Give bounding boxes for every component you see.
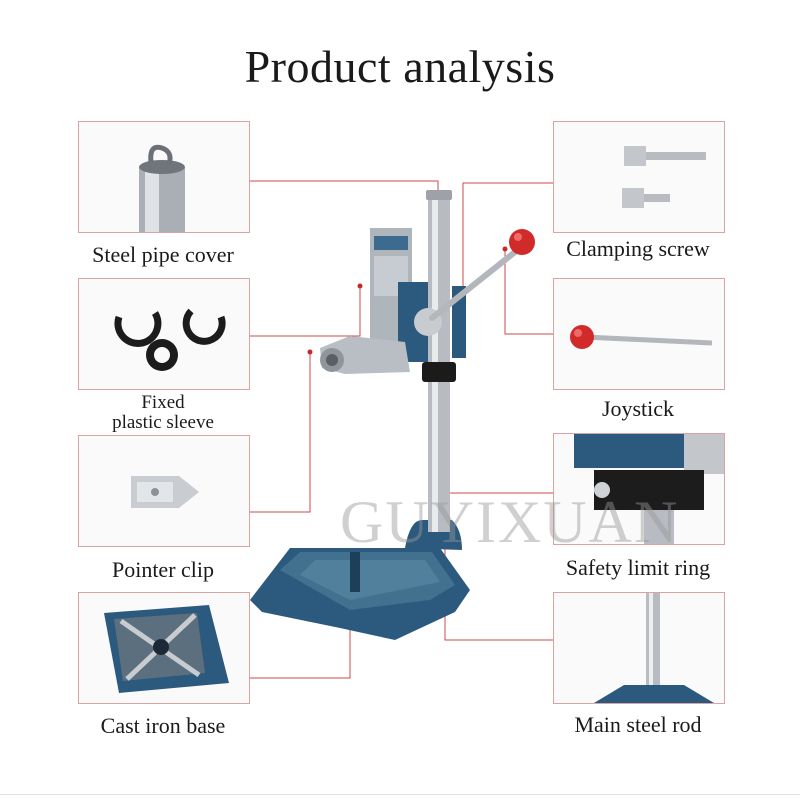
main-steel-rod-image: [594, 593, 714, 703]
bottom-divider: [0, 794, 800, 795]
line-clamping-screw: [462, 182, 553, 305]
line-pointer-clip: [248, 352, 311, 513]
cast-iron-base-label: Cast iron base: [100, 713, 226, 738]
watermark: GUYIXUAN: [340, 489, 680, 555]
steel-pipe-cover-image: [139, 144, 185, 232]
plastic-sleeve-image: [114, 308, 226, 371]
main-steel-rod-label: Main steel rod: [574, 712, 702, 737]
page-title: Product analysis: [244, 41, 556, 92]
steel-pipe-cover-box: [78, 121, 250, 233]
fixed-plastic-sleeve-label: Fixed plastic sleeve: [72, 393, 254, 433]
safety-limit-ring-box: [553, 433, 725, 545]
line-steel-pipe-cover: [248, 180, 439, 192]
line-joystick: [504, 248, 553, 335]
safety-ring: [422, 362, 456, 382]
clamping-screw-image: [622, 146, 706, 208]
cast-iron-base-box: [78, 592, 250, 704]
steel-pipe-cover-label: Steel pipe cover: [92, 242, 234, 267]
pointer-clip-image: [131, 476, 199, 508]
joystick-label: Joystick: [601, 396, 675, 421]
safety-limit-ring-image: [574, 434, 724, 544]
clamping-screw-label: Clamping screw: [566, 236, 710, 261]
pointer-clip-label: Pointer clip: [111, 557, 215, 582]
line-fixed-plastic-sleeve: [248, 286, 361, 337]
fixed-plastic-sleeve-box: [78, 278, 250, 390]
joystick-box: [553, 278, 725, 390]
safety-limit-ring-label: Safety limit ring: [565, 555, 711, 580]
fixed-plastic-sleeve-line1: Fixed: [141, 392, 185, 413]
fixed-plastic-sleeve-line2: plastic sleeve: [112, 412, 214, 433]
joystick-ball: [509, 229, 535, 255]
pointer-clip-box: [78, 435, 250, 547]
joystick-image: [570, 325, 713, 349]
main-steel-rod-box: [553, 592, 725, 704]
clamping-screw-box: [553, 121, 725, 233]
cast-iron-base-image: [104, 605, 229, 693]
